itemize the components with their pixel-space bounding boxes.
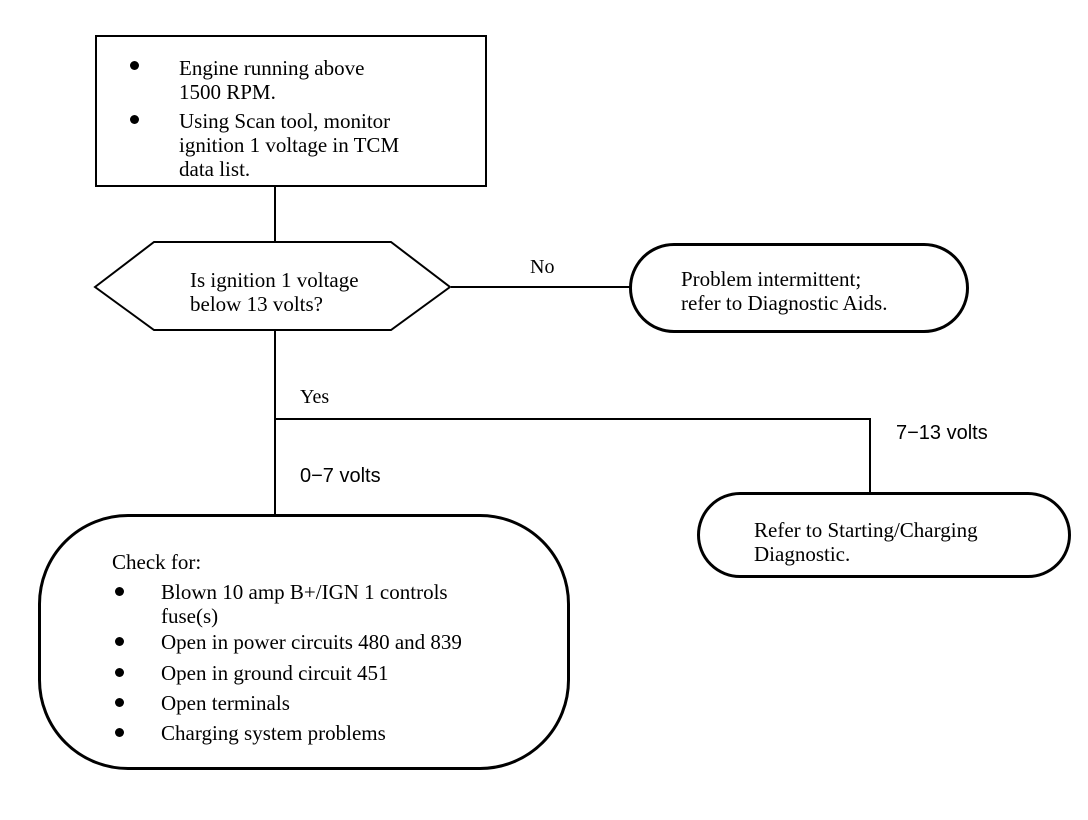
bullet-dot (115, 698, 124, 707)
outcome-charging-text: Refer to Starting/Charging Diagnostic. (754, 518, 978, 566)
check-item: Open in power circuits 480 and 839 (161, 630, 462, 654)
connector-yes-to-charging (869, 418, 871, 493)
outcome-check-for: Check for: Blown 10 amp B+/IGN 1 control… (38, 514, 570, 770)
bullet-dot (115, 637, 124, 646)
start-conditions-box: Engine running above 1500 RPM. Using Sca… (95, 35, 487, 187)
decision-hexagon (93, 241, 452, 331)
check-item: Open in ground circuit 451 (161, 661, 389, 685)
connector-decision-no (451, 286, 631, 288)
connector-start-to-decision (274, 187, 276, 242)
branch-label-7-13-volts: 7−13 volts (896, 422, 988, 444)
decision-question: Is ignition 1 voltage below 13 volts? (190, 268, 359, 316)
start-step-1: Engine running above 1500 RPM. (179, 56, 365, 104)
bullet-dot (115, 728, 124, 737)
outcome-intermittent: Problem intermittent; refer to Diagnosti… (629, 243, 969, 333)
bullet-dot (130, 115, 139, 124)
connector-decision-down (274, 330, 276, 516)
outcome-starting-charging: Refer to Starting/Charging Diagnostic. (697, 492, 1071, 578)
bullet-dot (130, 61, 139, 70)
connector-yes-horizontal (274, 418, 871, 420)
check-item: Charging system problems (161, 721, 386, 745)
check-item: Blown 10 amp B+/IGN 1 controls fuse(s) (161, 580, 448, 628)
branch-label-no: No (530, 256, 555, 278)
outcome-intermittent-text: Problem intermittent; refer to Diagnosti… (681, 267, 888, 315)
branch-label-yes: Yes (300, 386, 330, 408)
start-step-2: Using Scan tool, monitor ignition 1 volt… (179, 109, 400, 181)
bullet-dot (115, 587, 124, 596)
check-item: Open terminals (161, 691, 290, 715)
check-heading: Check for: (112, 550, 202, 574)
branch-label-0-7-volts: 0−7 volts (300, 465, 381, 487)
bullet-dot (115, 668, 124, 677)
